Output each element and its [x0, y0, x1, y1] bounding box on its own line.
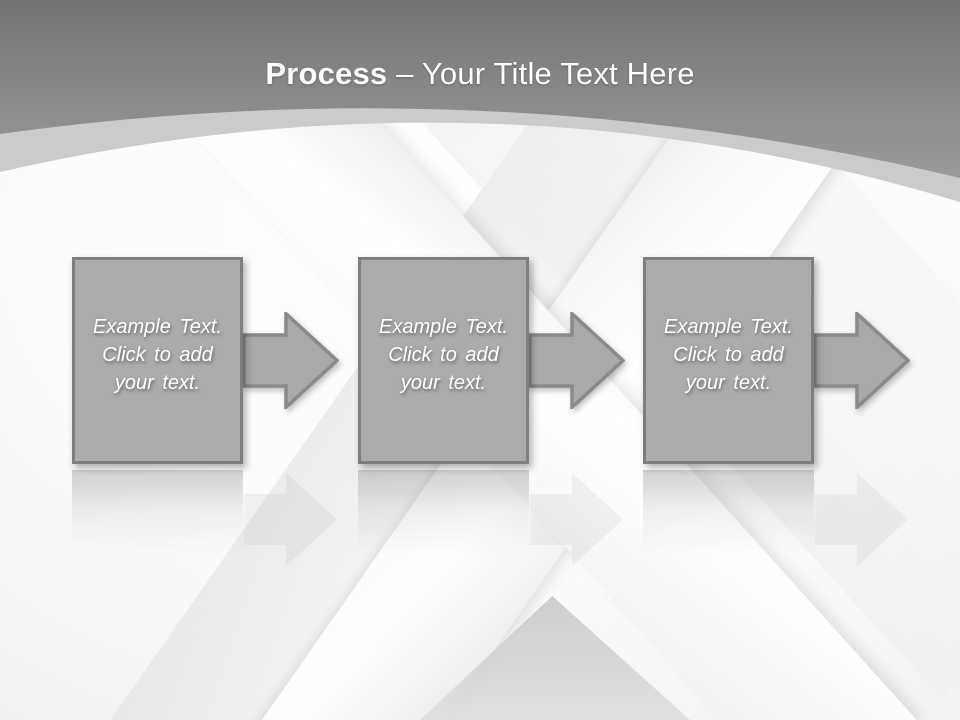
process-step-box-2[interactable]: Example Text. Click to add your text.: [358, 257, 529, 464]
step-text-line: your text.: [400, 371, 487, 394]
process-arrow-2: [528, 312, 625, 409]
step-text-line: Example Text.: [93, 315, 222, 338]
step-box-reflection: [643, 470, 814, 554]
step-text-line: your text.: [685, 371, 772, 394]
step-text-line: Click to add: [388, 343, 499, 366]
process-arrow-3: [813, 312, 910, 409]
process-step-box-3[interactable]: Example Text. Click to add your text.: [643, 257, 814, 464]
step-box-reflection: [72, 470, 243, 554]
header-curve-graphic: [0, 0, 960, 202]
arrow-reflection: [814, 472, 908, 567]
slide-title: Process – Your Title Text Here: [0, 56, 960, 92]
slide-title-rest: – Your Title Text Here: [387, 56, 695, 91]
step-text-line: Example Text.: [379, 315, 508, 338]
process-step-box-1[interactable]: Example Text. Click to add your text.: [72, 257, 243, 464]
step-text-line: Example Text.: [664, 315, 793, 338]
process-arrow-1: [242, 312, 339, 409]
arrow-reflection: [529, 472, 623, 567]
step-box-reflection: [358, 470, 529, 554]
header-banner: [0, 0, 960, 178]
step-text-line: Click to add: [673, 343, 784, 366]
step-text-line: your text.: [114, 371, 201, 394]
slide-title-emphasis: Process: [265, 56, 388, 91]
step-text-line: Click to add: [102, 343, 213, 366]
arrow-reflection: [243, 472, 337, 567]
